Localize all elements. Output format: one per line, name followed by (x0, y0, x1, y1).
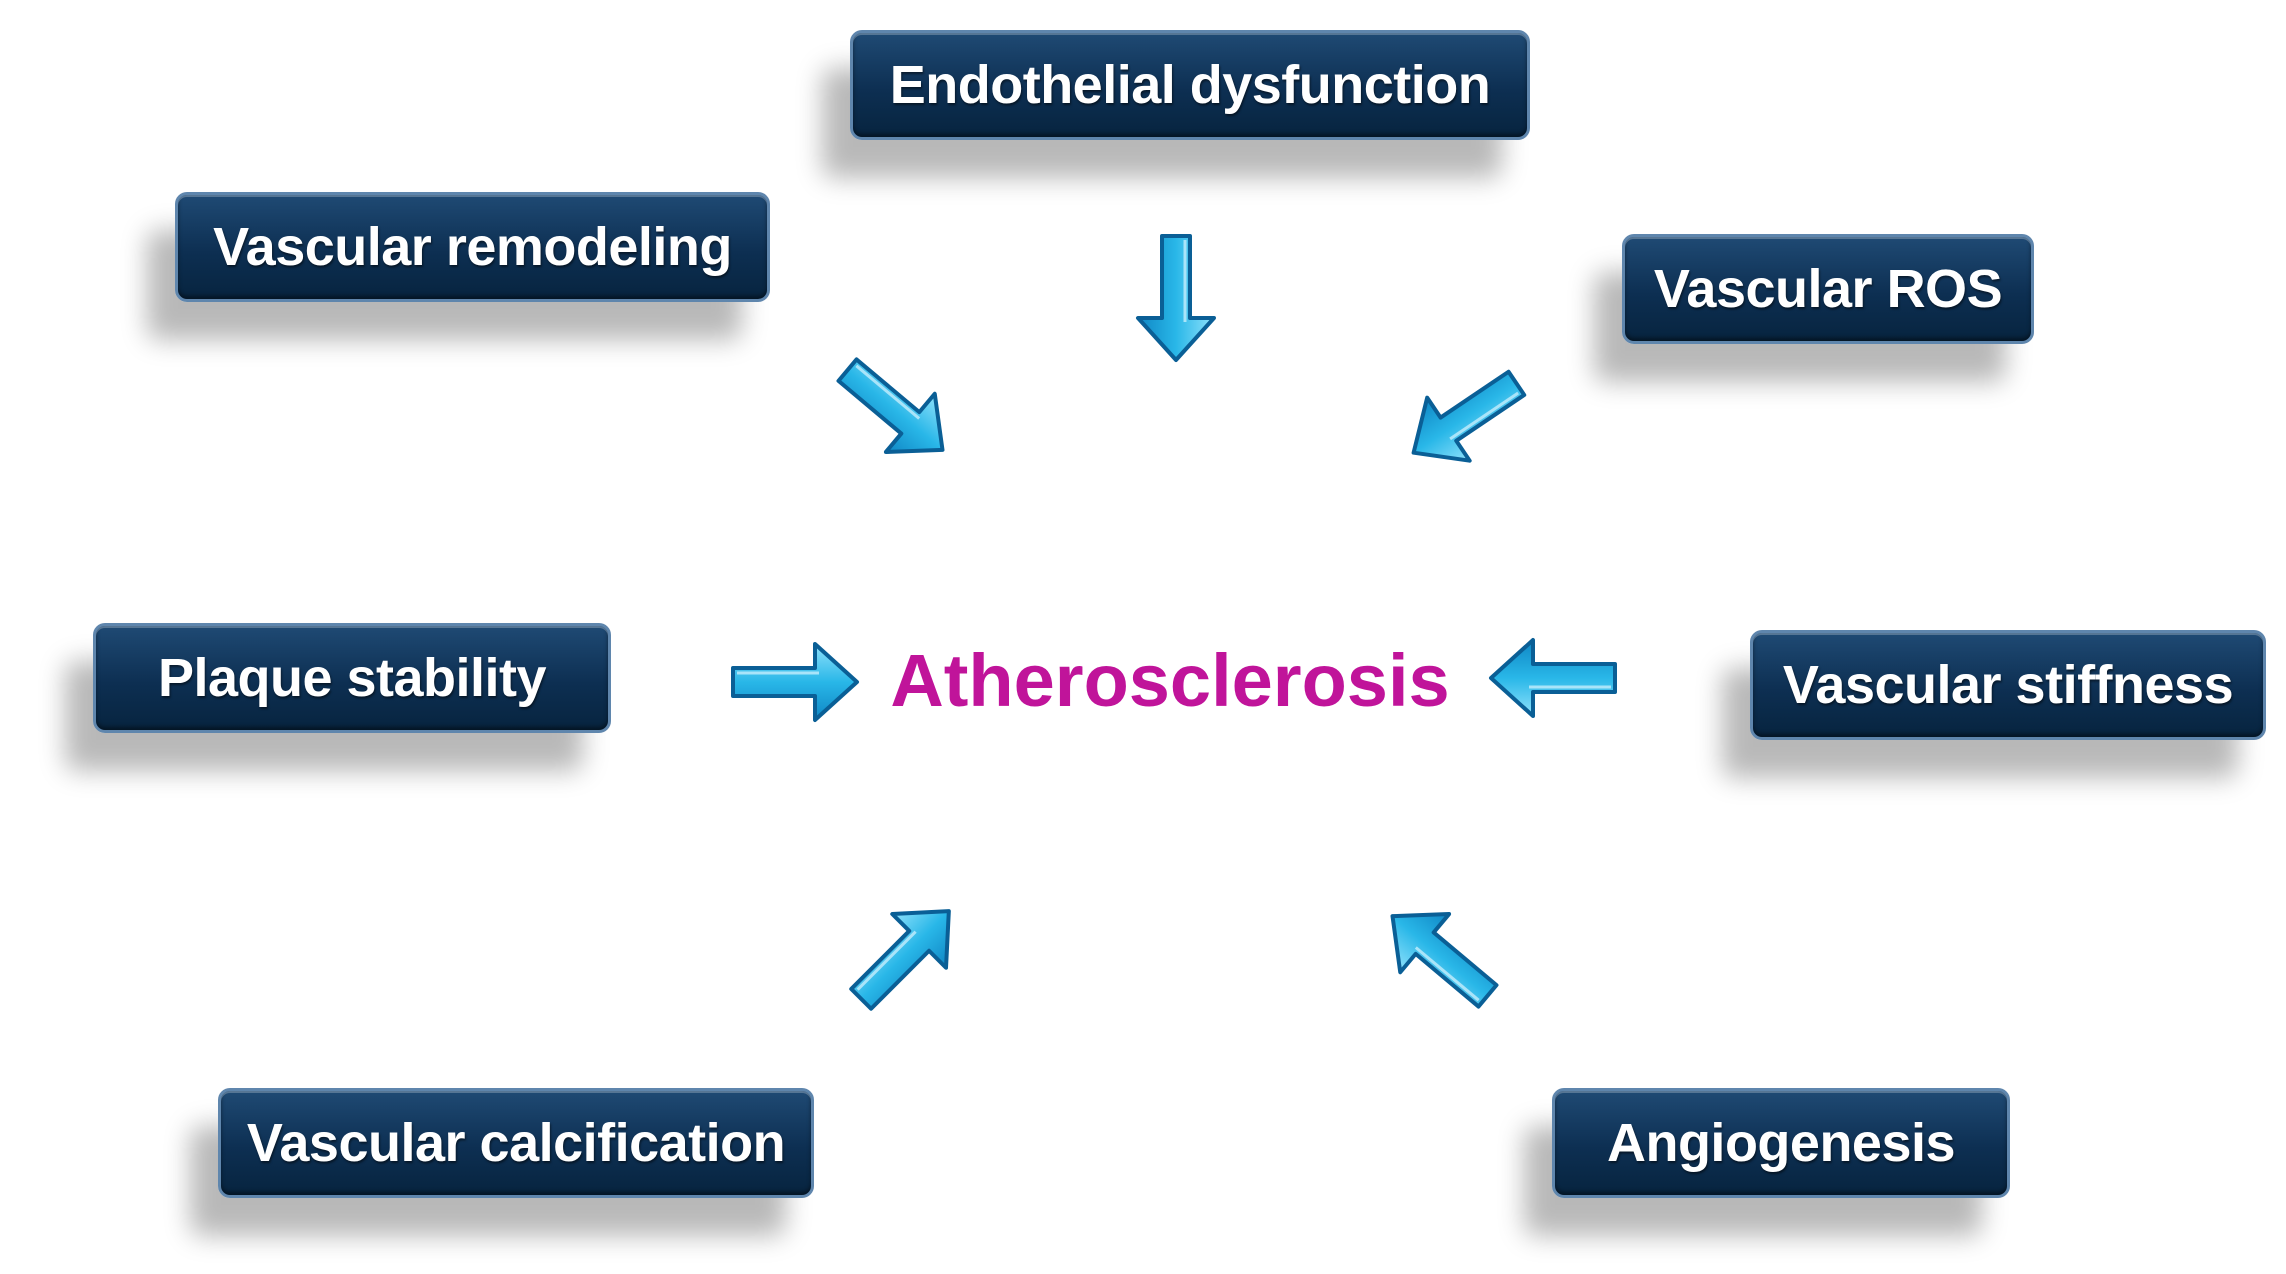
arrow-from-vascular-stiffness (1489, 638, 1617, 718)
factor-vascular-calcification: Vascular calcification (218, 1088, 814, 1198)
factor-angiogenesis: Angiogenesis (1552, 1088, 2010, 1198)
center-atherosclerosis: Atherosclerosis (890, 638, 1450, 722)
arrow-from-vascular-remodeling (821, 339, 969, 481)
factor-endothelial-dysfunction: Endothelial dysfunction (850, 30, 1530, 140)
factor-vascular-ros: Vascular ROS (1622, 234, 2034, 344)
arrow-from-vascular-ros (1390, 349, 1540, 487)
factor-vascular-remodeling: Vascular remodeling (175, 192, 770, 302)
arrow-from-vascular-calcification (834, 884, 975, 1025)
arrow-from-plaque-stability (731, 642, 859, 722)
arrow-from-angiogenesis (1366, 885, 1514, 1027)
factor-vascular-stiffness: Vascular stiffness (1750, 630, 2266, 740)
factor-plaque-stability: Plaque stability (93, 623, 611, 733)
arrow-from-endothelial-dysfunction (1136, 234, 1216, 362)
